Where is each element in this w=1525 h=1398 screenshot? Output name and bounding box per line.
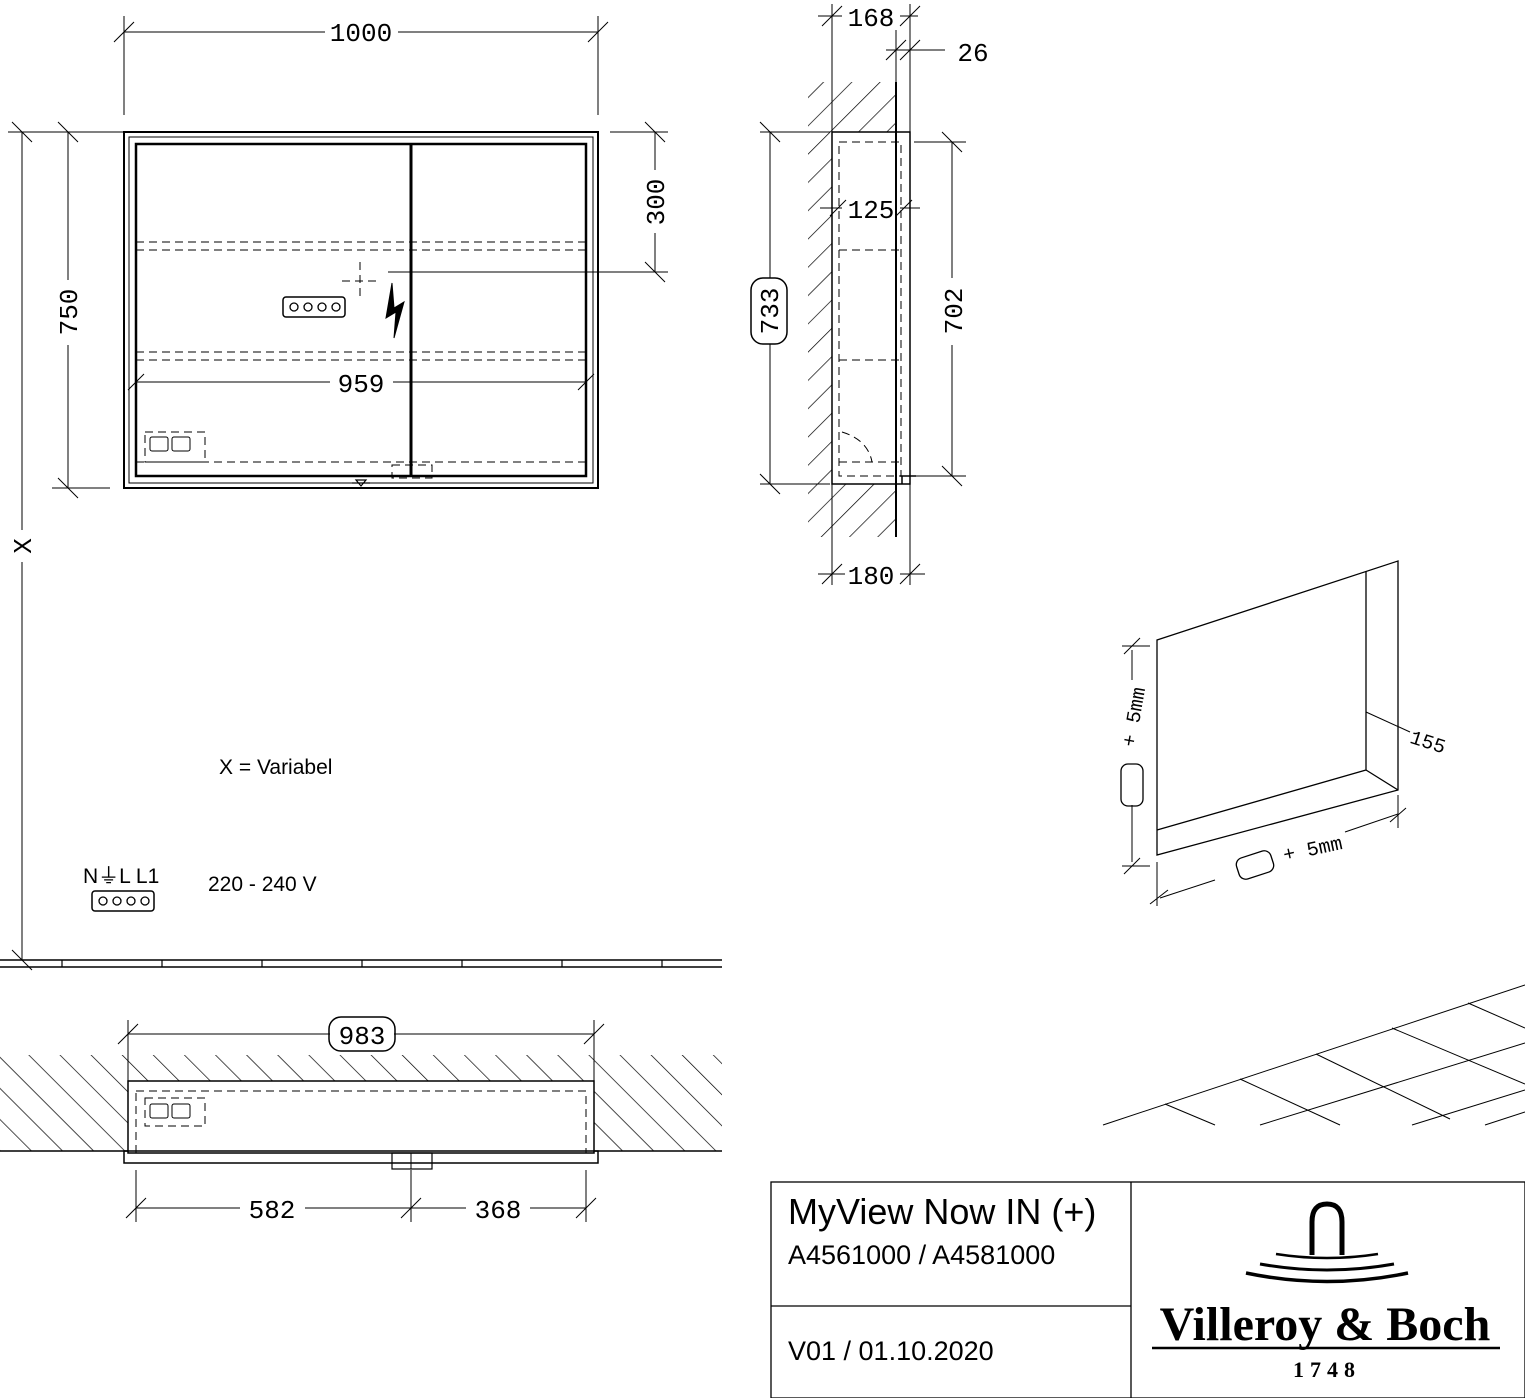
dim-label-733: 733	[756, 288, 786, 335]
dim-line-125	[820, 199, 920, 217]
brand-logo-icon	[1245, 1201, 1409, 1284]
dim-label-125: 125	[848, 196, 895, 226]
dim-line-168	[818, 4, 945, 132]
brand-name: Villeroy & Boch	[1160, 1298, 1491, 1351]
dim-label-26: 26	[957, 39, 988, 69]
article-numbers: A4561000 / A4581000	[788, 1240, 1055, 1270]
dim-label-368: 368	[475, 1196, 522, 1226]
plan-cabinet	[127, 1080, 595, 1154]
floor-line	[0, 959, 722, 968]
dim-label-tolerance-horizontal: + 5mm	[1281, 833, 1344, 868]
dim-label-x: X	[9, 538, 39, 554]
product-name: MyView Now IN (+)	[788, 1191, 1096, 1232]
dim-line-180	[818, 484, 925, 585]
terminal-block-legend-icon	[91, 890, 155, 912]
dim-line-300	[388, 121, 668, 283]
cabinet-section	[831, 131, 911, 485]
dim-line-582-368	[125, 1170, 597, 1222]
cabinet-inner-opening	[134, 142, 588, 478]
dim-label-702: 702	[940, 288, 970, 335]
dim-line-733	[750, 121, 830, 495]
dim-label-959: 959	[338, 370, 385, 400]
dim-line-1000	[113, 16, 609, 115]
dim-line-702	[914, 131, 966, 487]
plan-view	[0, 1016, 722, 1222]
dim-line-959	[127, 373, 595, 391]
dim-line-x	[8, 121, 124, 971]
brand-year: 1748	[1293, 1357, 1361, 1382]
dim-label-300: 300	[642, 179, 672, 226]
cabinet-frame-mid	[128, 136, 594, 484]
socket-hidden	[144, 431, 206, 463]
terminal-block-icon	[282, 296, 346, 318]
dim-label-tolerance-vertical: + 5mm	[1119, 686, 1152, 749]
dim-label-168: 168	[848, 4, 895, 34]
dim-label-750: 750	[55, 289, 85, 336]
dim-label-180: 180	[848, 562, 895, 592]
side-section-view	[750, 4, 966, 585]
isometric-niche-view	[1120, 560, 1411, 906]
front-view	[8, 16, 668, 971]
socket-outline-front	[149, 436, 191, 452]
dim-label-155: 155	[1407, 727, 1448, 760]
sensor-hidden	[391, 464, 433, 479]
floor-tiles-perspective	[1102, 984, 1525, 1126]
terminal-label: N⏚L L1	[83, 865, 159, 888]
version-date: V01 / 01.10.2020	[788, 1336, 994, 1366]
dim-label-1000: 1000	[330, 19, 392, 49]
cabinet-outer-frame	[123, 131, 599, 489]
dim-box-983	[328, 1016, 396, 1052]
dim-label-582: 582	[249, 1196, 296, 1226]
tolerance-box-vertical	[1120, 763, 1144, 807]
electric-lightning-icon	[385, 282, 405, 339]
voltage-note: 220 - 240 V	[208, 873, 317, 896]
dim-line-983	[117, 1016, 605, 1081]
bottom-switch-icon	[352, 479, 370, 487]
dim-label-983: 983	[339, 1022, 386, 1052]
variable-note: X = Variabel	[219, 756, 332, 779]
title-block	[770, 1181, 1525, 1398]
tolerance-box-horizontal	[1235, 850, 1275, 880]
dim-box-733	[750, 277, 788, 345]
